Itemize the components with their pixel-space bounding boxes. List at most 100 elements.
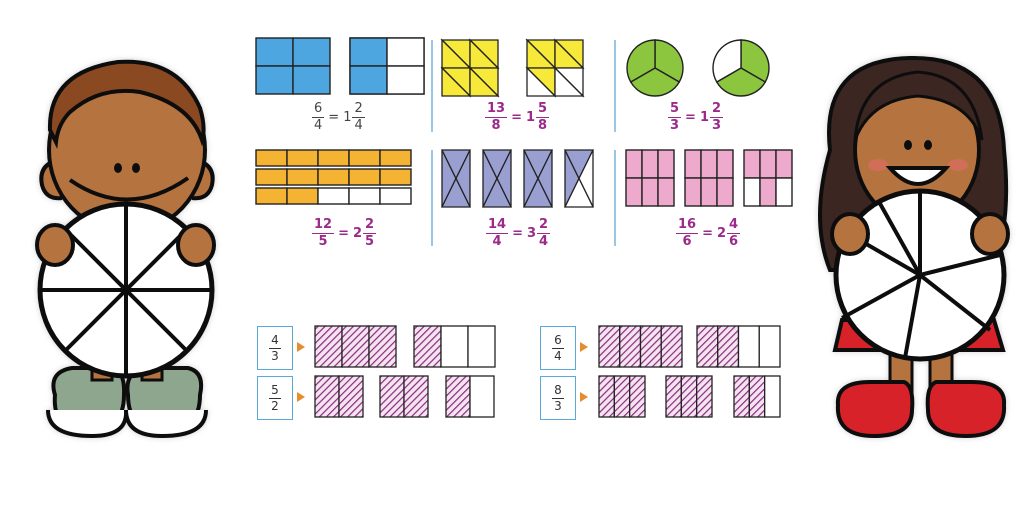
boy-shoes bbox=[46, 366, 208, 439]
fraction-denominator: 3 bbox=[554, 398, 562, 413]
girl-hand-left bbox=[830, 212, 870, 256]
exercise-bar-part bbox=[733, 375, 750, 418]
fraction-numerator: 5 bbox=[269, 382, 281, 399]
fraction-denominator: 2 bbox=[271, 398, 279, 413]
exercise-bar-part bbox=[737, 325, 760, 368]
exercise-bar-part bbox=[338, 375, 364, 418]
pink-grid-part bbox=[641, 149, 659, 179]
lavender-rect-part bbox=[522, 177, 554, 208]
pink-grid-part bbox=[625, 177, 643, 207]
fraction-numerator: 5 bbox=[536, 101, 550, 118]
exercise-bar-part bbox=[445, 375, 471, 418]
exercise-bar-part bbox=[368, 325, 397, 368]
arrow-icon bbox=[580, 342, 588, 352]
boy-smile bbox=[68, 176, 190, 202]
boy-character bbox=[35, 59, 216, 439]
whole-number: 2 bbox=[353, 225, 363, 241]
blue-square-part bbox=[292, 37, 331, 67]
fraction-numerator: 16 bbox=[676, 217, 699, 234]
pink-grid-part bbox=[684, 149, 702, 179]
equals-sign: = bbox=[685, 109, 696, 125]
pink-grid-part bbox=[684, 177, 702, 207]
pink-grid-part bbox=[716, 149, 734, 179]
pink-grid-part bbox=[700, 149, 718, 179]
fraction-denominator: 5 bbox=[365, 233, 375, 249]
pink-grid-part bbox=[657, 177, 675, 207]
exercise-bar-part bbox=[764, 375, 781, 418]
exercise-bar-part bbox=[717, 325, 740, 368]
orange-bar-part bbox=[348, 149, 381, 167]
fraction-numerator: 5 bbox=[668, 101, 682, 118]
fraction-denominator: 5 bbox=[318, 233, 328, 249]
blue-square-part bbox=[386, 65, 425, 95]
blue-square-part bbox=[349, 37, 388, 67]
fraction-numerator: 6 bbox=[552, 332, 564, 349]
orange-bar-part bbox=[317, 168, 350, 186]
equals-sign: = bbox=[702, 225, 713, 241]
fraction-denominator: 3 bbox=[712, 117, 722, 133]
fraction-numerator: 6 bbox=[312, 101, 325, 118]
fraction-denominator: 4 bbox=[554, 348, 562, 363]
green-circle-part bbox=[626, 39, 656, 83]
yellow-square-part bbox=[554, 66, 585, 97]
girl-eye-right bbox=[924, 140, 932, 150]
fraction-numerator: 12 bbox=[312, 217, 335, 234]
whole-number: 2 bbox=[717, 225, 727, 241]
pink-grid-part bbox=[641, 177, 659, 207]
fraction-denominator: 8 bbox=[538, 117, 548, 133]
orange-bar-part bbox=[255, 168, 288, 186]
fraction-numerator: 2 bbox=[352, 101, 365, 118]
pink-grid-part bbox=[759, 149, 777, 179]
equals-sign: = bbox=[512, 225, 523, 241]
equals-sign: = bbox=[511, 109, 522, 125]
boy-eye-left bbox=[114, 163, 122, 173]
fraction-denominator: 3 bbox=[670, 117, 680, 133]
exercise-bar-part bbox=[467, 325, 496, 368]
boy-hand-left bbox=[35, 223, 75, 267]
whole-number: 3 bbox=[527, 225, 537, 241]
orange-bar-part bbox=[286, 187, 319, 205]
exercise-bar-part bbox=[341, 325, 370, 368]
exercise-bar-part bbox=[403, 375, 429, 418]
green-circle-part bbox=[712, 39, 742, 83]
fraction-denominator: 6 bbox=[682, 233, 692, 249]
yellow-square-part bbox=[526, 66, 557, 97]
exercise-bar-part bbox=[696, 325, 719, 368]
girl-eye-left bbox=[904, 140, 912, 150]
whole-number: 1 bbox=[699, 109, 709, 125]
blue-square-part bbox=[349, 65, 388, 95]
exercise-bar-part bbox=[314, 325, 343, 368]
blue-square-part bbox=[255, 65, 294, 95]
fraction-denominator: 3 bbox=[271, 348, 279, 363]
pink-grid-part bbox=[775, 149, 793, 179]
pink-grid-part bbox=[775, 177, 793, 207]
boy-hand-right bbox=[176, 223, 216, 267]
blue-square-part bbox=[386, 37, 425, 67]
fraction-numerator: 2 bbox=[710, 101, 724, 118]
pink-grid-part bbox=[625, 149, 643, 179]
whole-number: 1 bbox=[343, 109, 352, 125]
exercise-bar-part bbox=[748, 375, 766, 418]
fraction-models bbox=[255, 37, 793, 418]
girl-character bbox=[818, 55, 1010, 439]
orange-bar-part bbox=[379, 168, 412, 186]
arrow-icon bbox=[297, 392, 305, 402]
pink-grid-part bbox=[716, 177, 734, 207]
